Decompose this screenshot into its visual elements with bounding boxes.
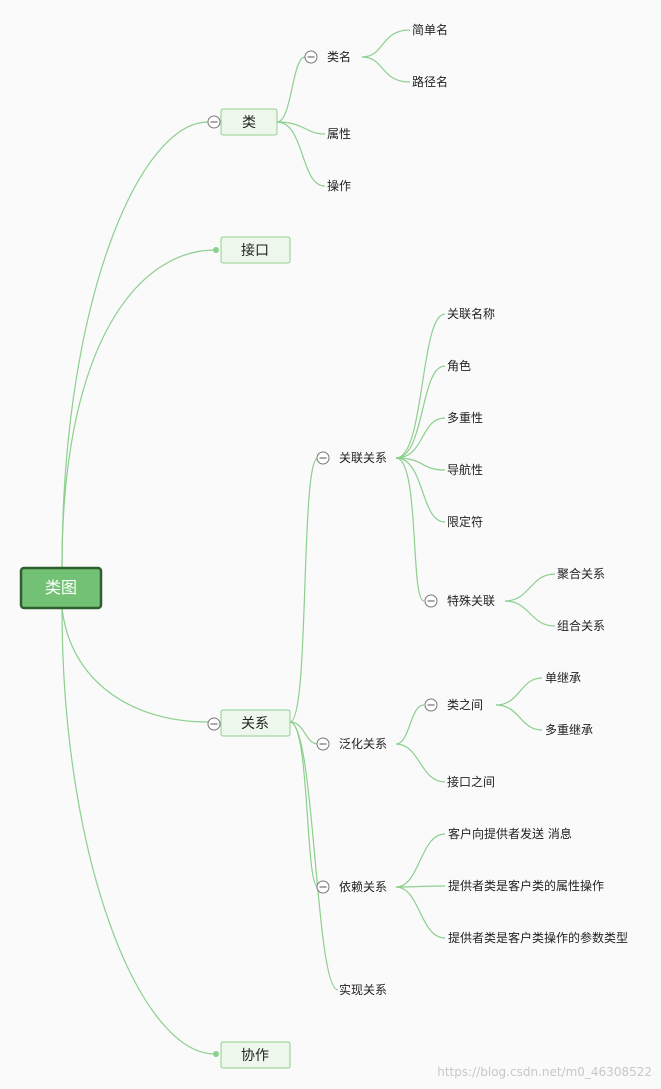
- node-attribute[interactable]: 属性: [327, 127, 351, 141]
- edge-class-op: [276, 121, 326, 187]
- node-assoc-name[interactable]: 关联名称: [447, 306, 495, 321]
- edge-dep-1: [395, 833, 446, 888]
- edge-assoc-name: [395, 313, 446, 459]
- node-dependency[interactable]: 依赖关系: [339, 879, 387, 894]
- edge-class-attr: [276, 121, 326, 135]
- collapse-toggle-classname[interactable]: [304, 50, 318, 64]
- collapse-toggle-special[interactable]: [424, 594, 438, 608]
- edge-root-collab: [61, 607, 216, 1055]
- node-between-classes[interactable]: 类之间: [447, 698, 483, 712]
- node-aggregation[interactable]: 聚合关系: [557, 566, 605, 581]
- node-class[interactable]: 类: [220, 108, 278, 136]
- edge-gen-interfaces: [395, 743, 446, 783]
- edge-root-class: [61, 121, 209, 569]
- edge-assoc-role: [395, 365, 446, 459]
- node-multiplicity[interactable]: 多重性: [447, 411, 483, 425]
- node-simple-name[interactable]: 简单名: [412, 22, 448, 37]
- node-special-assoc[interactable]: 特殊关联: [447, 593, 495, 608]
- node-association[interactable]: 关联关系: [339, 451, 387, 465]
- edge-assoc-qual: [395, 457, 446, 523]
- collapse-toggle-dependency[interactable]: [316, 880, 330, 894]
- edge-assoc-special: [395, 457, 425, 602]
- node-classname[interactable]: 类名: [327, 49, 351, 64]
- edge-dep-2: [395, 885, 446, 888]
- watermark: https://blog.csdn.net/m0_46308522: [437, 1065, 652, 1079]
- edge-name-path: [361, 56, 411, 83]
- node-between-interfaces[interactable]: 接口之间: [447, 774, 495, 789]
- node-relation-label: 关系: [241, 716, 269, 732]
- edge-root-relation: [61, 607, 209, 723]
- node-single-inherit[interactable]: 单继承: [545, 671, 581, 685]
- node-realization[interactable]: 实现关系: [339, 982, 387, 997]
- node-collab[interactable]: 协作: [220, 1041, 291, 1069]
- collapse-toggle-between-classes[interactable]: [424, 698, 438, 712]
- node-interface-label: 接口: [241, 242, 269, 259]
- edge-dep-3: [395, 886, 446, 939]
- node-dep-parameter[interactable]: 提供者类是客户类操作的参数类型: [448, 930, 628, 945]
- node-composition[interactable]: 组合关系: [557, 618, 605, 633]
- collapse-toggle-generalization[interactable]: [316, 737, 330, 751]
- edge-rel-assoc: [289, 457, 319, 723]
- edge-assoc-mult: [395, 417, 446, 459]
- node-relation[interactable]: 关系: [220, 709, 291, 737]
- edge-class-name: [276, 56, 306, 123]
- node-navigability[interactable]: 导航性: [447, 462, 483, 477]
- edge-assoc-nav: [395, 457, 446, 471]
- collapse-toggle-assoc[interactable]: [316, 451, 330, 465]
- edge-rel-general: [289, 721, 319, 745]
- node-role[interactable]: 角色: [447, 359, 471, 373]
- expand-dot-collab[interactable]: [213, 1051, 219, 1057]
- edge-classes-multi: [495, 704, 543, 731]
- node-generalization[interactable]: 泛化关系: [339, 737, 387, 751]
- node-dep-message[interactable]: 客户向提供者发送 消息: [448, 826, 572, 841]
- expand-dot-interface[interactable]: [213, 247, 219, 253]
- edge-rel-dep: [289, 721, 319, 888]
- node-path-name[interactable]: 路径名: [412, 74, 448, 89]
- node-collab-label: 协作: [241, 1048, 269, 1064]
- node-operation[interactable]: 操作: [327, 178, 351, 193]
- edge-classes-single: [495, 677, 543, 706]
- edge-special-agg: [504, 573, 556, 602]
- node-dep-attribute[interactable]: 提供者类是客户类的属性操作: [448, 878, 604, 893]
- edge-special-comp: [504, 600, 556, 627]
- edge-root-interface: [61, 249, 216, 569]
- node-multi-inherit[interactable]: 多重继承: [545, 723, 593, 737]
- edge-gen-classes: [395, 704, 425, 745]
- collapse-toggle-relation[interactable]: [207, 717, 221, 731]
- root-node[interactable]: 类图: [19, 566, 103, 610]
- edge-name-simple: [361, 29, 411, 58]
- node-interface[interactable]: 接口: [220, 236, 291, 264]
- node-class-label: 类: [242, 115, 256, 131]
- edge-rel-real: [289, 721, 339, 991]
- collapse-toggle-class[interactable]: [207, 115, 221, 129]
- node-qualifier[interactable]: 限定符: [447, 514, 483, 529]
- root-label: 类图: [45, 578, 77, 597]
